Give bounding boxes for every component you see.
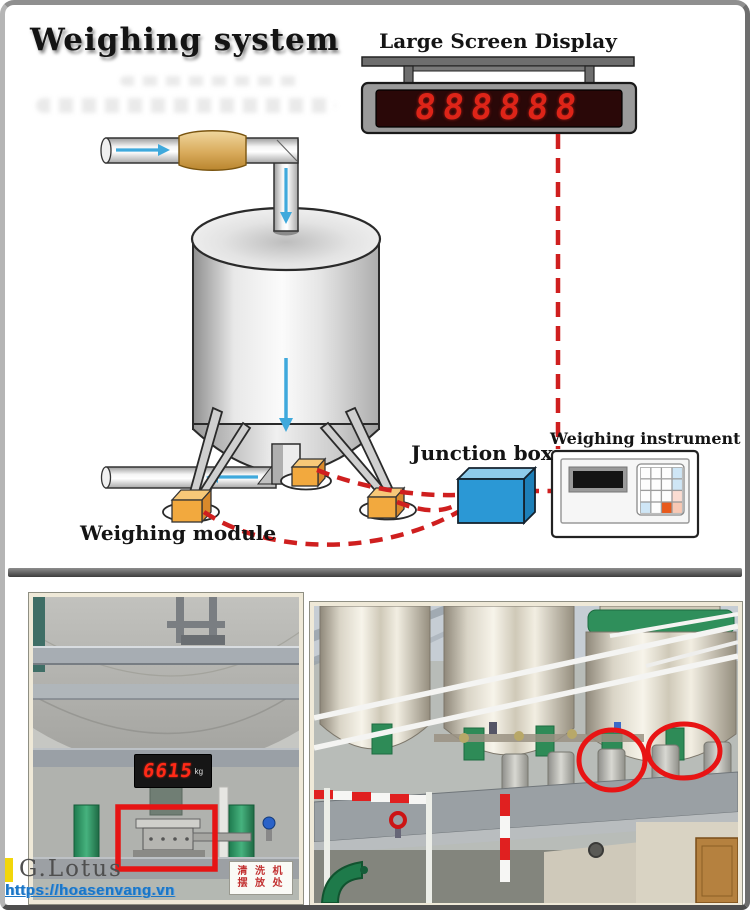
porthole (588, 842, 604, 858)
large-screen-display-label: Large Screen Display (379, 29, 617, 53)
weighing-module-right (366, 486, 406, 520)
flow-arrow-down-pipe-icon (280, 168, 292, 224)
watermark: G.Lotus https://hoasenvang.vn (5, 856, 175, 899)
white-railings (314, 612, 738, 751)
flexible-coupling (178, 130, 247, 171)
hopper-tank (192, 239, 380, 473)
photo-left-graphic (33, 597, 299, 900)
wooden-door (695, 837, 738, 903)
instrument-keypad (636, 463, 685, 516)
ghost-watermark (120, 76, 300, 86)
sign-line-2: 摆 放 处 (237, 878, 285, 889)
photo-led-unit: kg (194, 766, 204, 776)
large-screen-display (360, 81, 638, 135)
weighing-instrument (550, 449, 700, 539)
valve-manifold (434, 722, 644, 743)
flow-arrow-right-icon (116, 144, 170, 156)
red-highlight-circles (576, 721, 723, 793)
weighing-module-center (290, 457, 327, 488)
red-valve-wheel (389, 811, 407, 838)
sign-line-1: 清 洗 机 (237, 865, 285, 877)
main-beam (314, 771, 738, 854)
weighing-module-left (170, 488, 213, 524)
photo-led-display: 6615 kg (134, 754, 212, 788)
striped-safety-pipes (314, 788, 510, 903)
brand-name: G.Lotus (19, 856, 123, 882)
junction-box-label: Junction box (411, 441, 553, 465)
brand-url-link[interactable]: https://hoasenvang.vn (5, 882, 175, 899)
discharge-pipe (100, 466, 277, 489)
display-hanger-bracket (361, 56, 635, 86)
load-cell-assembly (133, 818, 252, 857)
photo-right-graphic (314, 606, 738, 903)
weighing-instrument-label: Weighing instrument (550, 429, 741, 448)
junction-box (455, 465, 538, 526)
photo-tank-row (309, 601, 743, 908)
chinese-sign: 清 洗 机 摆 放 处 (229, 861, 293, 895)
schematic-diagram (100, 56, 700, 547)
top-frame (167, 597, 225, 645)
weighing-module-label: Weighing module (80, 521, 277, 545)
photo-led-value: 6615 (141, 760, 195, 782)
brand-logo-icon (5, 858, 13, 882)
red-highlight-rectangle (115, 804, 218, 872)
section-divider (8, 568, 742, 577)
blue-valve (262, 816, 276, 841)
led-display-value: 888888 (412, 88, 586, 128)
steel-beams (33, 646, 299, 767)
tank-legs (188, 406, 396, 498)
inlet-pipe (100, 130, 299, 232)
green-pipe-elbow (320, 860, 368, 903)
tank-dome (33, 597, 299, 767)
flow-arrow-down-tank-icon (279, 358, 293, 432)
photo-tank-loadcell: 6615 kg 清 洗 机 摆 放 处 (28, 592, 304, 905)
page-title: Weighing system (30, 22, 340, 58)
ghost-watermark (36, 98, 336, 113)
